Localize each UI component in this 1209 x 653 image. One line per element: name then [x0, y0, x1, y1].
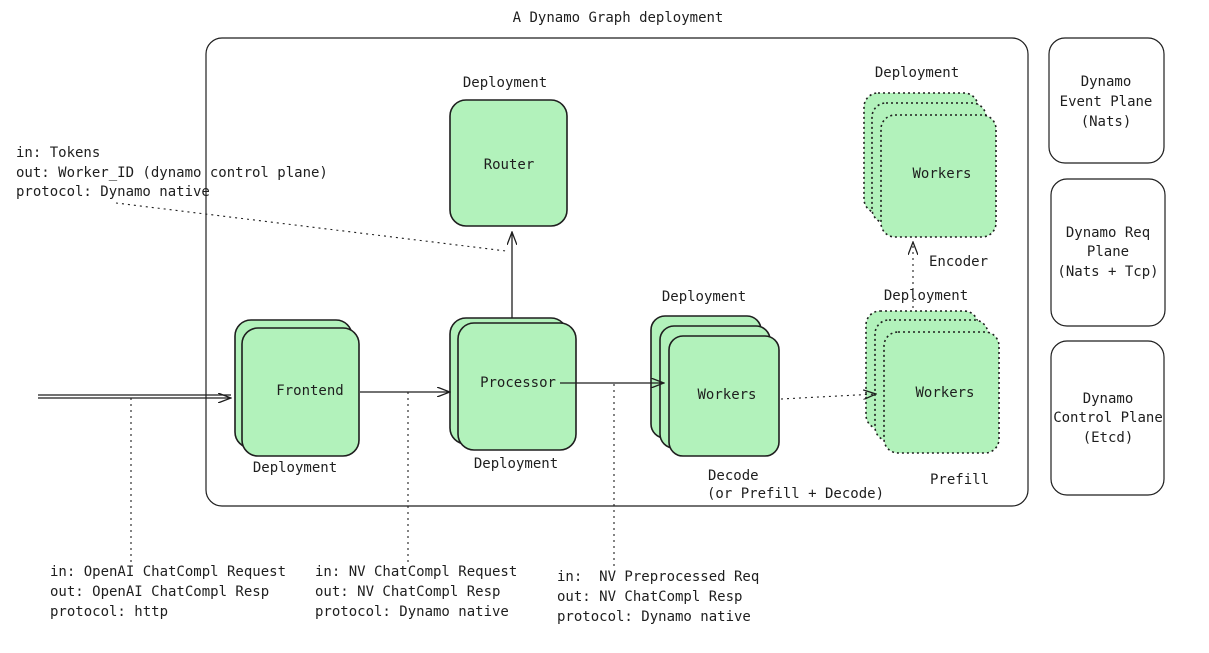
event-plane-line1: Dynamo [1081, 74, 1132, 90]
request-plane-line1: Dynamo Req [1066, 225, 1150, 241]
decode-workers-label: Workers [697, 387, 756, 403]
frontend-label: Frontend [276, 383, 343, 399]
prefill-caption: Prefill [930, 472, 989, 488]
router-node[interactable]: Router [449, 99, 568, 227]
diagram-title: A Dynamo Graph deployment [513, 10, 724, 26]
prefill-workers-label: Workers [915, 385, 974, 401]
control-plane-line3: (Etcd) [1083, 430, 1134, 446]
router-note-line1: in: Tokens [16, 145, 100, 161]
decode-caption-sub: (or Prefill + Decode) [707, 486, 884, 502]
event-plane-line2: Event Plane [1060, 94, 1153, 110]
encoder-deployment-caption: Deployment [875, 65, 959, 81]
processor-node[interactable]: Processor [449, 317, 577, 451]
decode-caption: Decode [708, 468, 759, 484]
request-plane-line2: Plane [1087, 244, 1129, 260]
frontend-note-line1: in: OpenAI ChatCompl Request [50, 564, 286, 580]
frontend-note-line2: out: OpenAI ChatCompl Resp [50, 584, 269, 600]
frontend-note-line3: protocol: http [50, 604, 168, 620]
router-note-line2: out: Worker_ID (dynamo control plane) [16, 165, 328, 181]
frontend-deployment-caption: Deployment [253, 460, 337, 476]
request-plane-line3: (Nats + Tcp) [1057, 264, 1158, 280]
graph-deployment-frame [205, 37, 1029, 507]
workers-note-line1: in: NV Preprocessed Req [557, 569, 759, 585]
event-plane-box[interactable]: Dynamo Event Plane (Nats) [1048, 37, 1165, 164]
decode-to-prefill-arrow [780, 394, 876, 399]
workers-protocol-note: in: NV Preprocessed Req out: NV ChatComp… [557, 569, 759, 625]
encoder-workers-node[interactable]: Workers [863, 92, 997, 238]
event-plane-line3: (Nats) [1081, 114, 1132, 130]
control-plane-box[interactable]: Dynamo Control Plane (Etcd) [1050, 340, 1165, 496]
router-deployment-caption: Deployment [463, 75, 547, 91]
processor-note-line2: out: NV ChatCompl Resp [315, 584, 500, 600]
processor-protocol-note: in: NV ChatCompl Request out: NV ChatCom… [315, 564, 517, 620]
encoder-workers-label: Workers [912, 166, 971, 182]
frontend-protocol-note: in: OpenAI ChatCompl Request out: OpenAI… [50, 564, 286, 620]
processor-note-line3: protocol: Dynamo native [315, 604, 509, 620]
request-plane-box[interactable]: Dynamo Req Plane (Nats + Tcp) [1050, 178, 1166, 327]
processor-label: Processor [480, 375, 556, 391]
decode-deployment-caption: Deployment [662, 289, 746, 305]
prefill-workers-node[interactable]: Workers [865, 310, 1000, 454]
router-label: Router [484, 157, 535, 173]
router-note-leader [115, 202, 507, 252]
router-protocol-note: in: Tokens out: Worker_ID (dynamo contro… [16, 145, 328, 200]
prefill-deployment-caption: Deployment [884, 288, 968, 304]
workers-note-line3: protocol: Dynamo native [557, 609, 751, 625]
processor-note-line1: in: NV ChatCompl Request [315, 564, 517, 580]
frontend-node[interactable]: Frontend [234, 319, 360, 457]
encoder-caption: Encoder [929, 254, 988, 270]
processor-deployment-caption: Deployment [474, 456, 558, 472]
control-plane-line1: Dynamo [1083, 391, 1134, 407]
decode-workers-node[interactable]: Workers [650, 315, 780, 457]
control-plane-line2: Control Plane [1053, 410, 1163, 426]
router-note-line3: protocol: Dynamo native [16, 184, 210, 200]
connectors [38, 202, 913, 566]
workers-note-line2: out: NV ChatCompl Resp [557, 589, 742, 605]
